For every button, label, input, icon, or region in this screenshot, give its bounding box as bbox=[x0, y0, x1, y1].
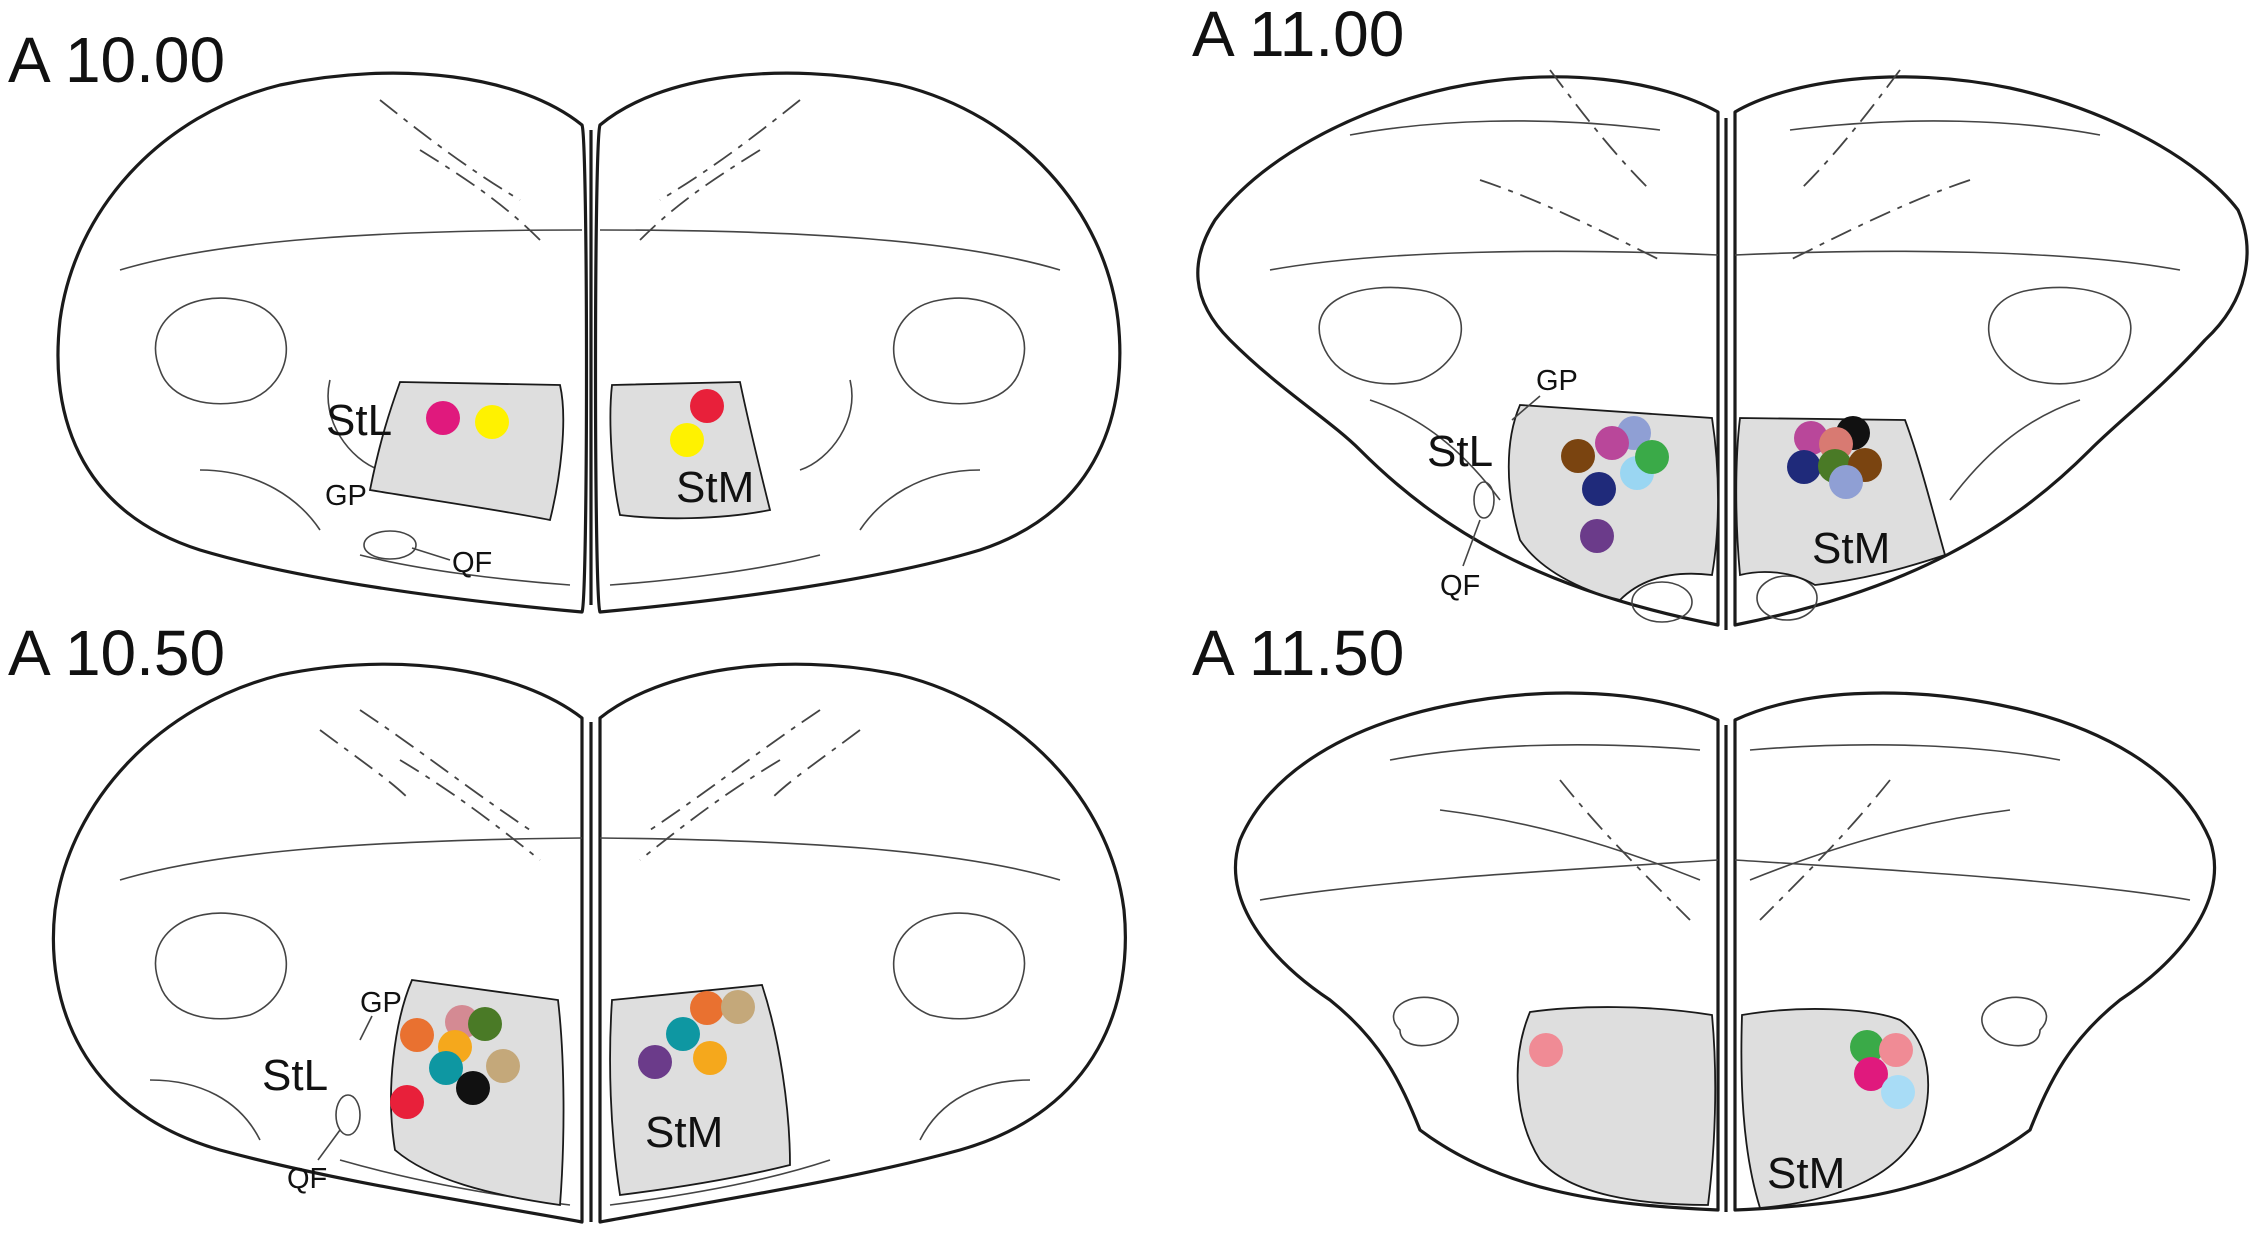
stl-region bbox=[1516, 1006, 1717, 1206]
qf-label: QF bbox=[1440, 570, 1480, 602]
stm-label: StM bbox=[676, 463, 754, 512]
section-label: A 10.50 bbox=[8, 617, 225, 689]
qf-structure bbox=[1473, 481, 1495, 519]
injection-site-dot bbox=[1850, 1030, 1884, 1064]
injection-site-dot bbox=[486, 1049, 520, 1083]
stl-label: StL bbox=[262, 1051, 328, 1100]
injection-site-dot bbox=[468, 1007, 502, 1041]
injection-site-dot bbox=[429, 1051, 463, 1085]
gp-label: GP bbox=[325, 480, 367, 512]
gp-label: GP bbox=[1536, 365, 1578, 397]
injection-site-dot bbox=[1879, 1033, 1913, 1067]
brain-section-outline bbox=[51, 662, 1127, 1224]
brain-section-outline bbox=[1233, 691, 2217, 1212]
internal-contours bbox=[119, 709, 1061, 1206]
injection-site-dot bbox=[1829, 465, 1863, 499]
stm-label: StM bbox=[645, 1108, 723, 1157]
injection-site-dot bbox=[456, 1071, 490, 1105]
brain-section-outline bbox=[1196, 75, 2249, 630]
injection-site-dot bbox=[1582, 472, 1616, 506]
panel-a1050: A 10.50 StL GP bbox=[8, 617, 1127, 1224]
injection-site-dot bbox=[638, 1045, 672, 1079]
injection-site-dot bbox=[690, 389, 724, 423]
internal-contours bbox=[1269, 69, 2181, 623]
stm-region bbox=[609, 984, 791, 1197]
stl-label: StL bbox=[326, 396, 392, 445]
gp-label: GP bbox=[360, 987, 402, 1019]
injection-site-dot bbox=[666, 1017, 700, 1051]
qf-structure bbox=[335, 1094, 361, 1136]
injection-site-dot bbox=[670, 423, 704, 457]
section-label: A 11.50 bbox=[1192, 617, 1404, 689]
stm-region bbox=[1735, 417, 1947, 586]
injection-site-dot bbox=[1529, 1033, 1563, 1067]
injection-site-dot bbox=[1595, 426, 1629, 460]
panel-a1100: A 11.00 StL GP bbox=[1192, 0, 2249, 630]
stm-label: StM bbox=[1812, 524, 1890, 573]
injection-site-dot bbox=[1635, 440, 1669, 474]
injection-site-dot bbox=[475, 405, 509, 439]
injection-site-dot bbox=[1787, 450, 1821, 484]
injection-site-dot bbox=[426, 401, 460, 435]
injection-site-dot bbox=[390, 1085, 424, 1119]
injection-site-dot bbox=[721, 990, 755, 1024]
stl-region bbox=[368, 381, 565, 522]
striatum-regions bbox=[363, 381, 772, 560]
section-label: A 11.00 bbox=[1192, 0, 1404, 70]
section-label: A 10.00 bbox=[8, 24, 225, 96]
injection-site-dot bbox=[1580, 519, 1614, 553]
injection-site-dot bbox=[690, 991, 724, 1025]
stm-label: StM bbox=[1767, 1149, 1845, 1198]
injection-site-dot bbox=[1854, 1057, 1888, 1091]
qf-label: QF bbox=[287, 1163, 327, 1195]
panel-a1150: A 11.50 StM bbox=[1192, 617, 2217, 1212]
panel-a1000: A 10.00 StL GP QF bbox=[8, 24, 1122, 614]
internal-contours bbox=[119, 99, 1061, 586]
qf-structure bbox=[363, 530, 417, 560]
stl-label: StL bbox=[1427, 427, 1493, 476]
qf-label: QF bbox=[452, 547, 492, 579]
injection-site-dot bbox=[400, 1018, 434, 1052]
injection-site-dot bbox=[1561, 439, 1595, 473]
injection-site-dot bbox=[1881, 1075, 1915, 1109]
injection-site-dot bbox=[693, 1041, 727, 1075]
internal-contours bbox=[1259, 744, 2191, 1047]
brain-section-outline bbox=[56, 71, 1122, 614]
